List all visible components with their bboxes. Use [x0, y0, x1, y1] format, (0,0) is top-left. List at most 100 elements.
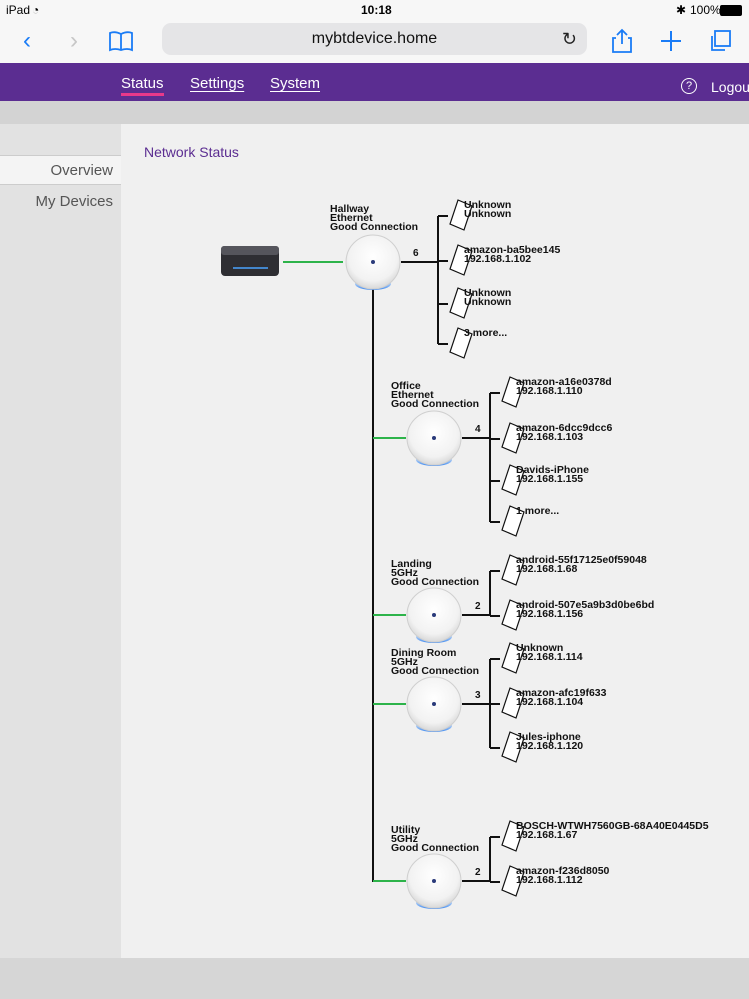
disc-link-type: 5GHz	[391, 833, 418, 845]
tabs-button[interactable]	[703, 24, 737, 58]
bottom-bar	[0, 958, 749, 999]
tablet-device-icon	[501, 731, 525, 763]
tablet-device-icon	[501, 554, 525, 586]
disc-name: Utility	[391, 824, 420, 836]
device-name: Davids-iPhone	[516, 464, 589, 476]
device-item[interactable]: 1 more...	[490, 505, 559, 537]
device-name: 3 more...	[464, 327, 507, 339]
reload-icon[interactable]: ↻	[561, 29, 577, 49]
sidebar: Overview My Devices	[0, 124, 121, 958]
help-icon[interactable]: ?	[681, 78, 697, 94]
tab-system[interactable]: System	[270, 75, 321, 92]
tablet-device-icon	[501, 642, 525, 674]
browser-toolbar: ‹ › mybtdevice.home ↻	[0, 20, 749, 64]
forward-button[interactable]: ›	[70, 27, 78, 54]
tab-status[interactable]: Status	[121, 75, 164, 96]
plus-icon	[661, 31, 681, 51]
tablet-device-icon	[501, 599, 525, 631]
bookmarks-button[interactable]	[104, 24, 138, 58]
device-name: amazon-afc19f633	[516, 687, 607, 699]
device-label: iPad	[6, 3, 31, 17]
device-ip: Unknown	[464, 296, 511, 308]
device-count: 2	[475, 867, 481, 878]
disc-status: Good Connection	[391, 665, 479, 677]
sub-header-bar	[0, 101, 749, 124]
device-ip: 192.168.1.156	[516, 608, 583, 620]
tablet-device-icon	[449, 287, 473, 319]
disc-link-type: Ethernet	[330, 212, 373, 224]
device-name: amazon-ba5bee145	[464, 244, 560, 256]
disc-led-icon	[432, 879, 436, 883]
bluetooth-icon: ✱	[676, 3, 687, 17]
share-button[interactable]	[605, 24, 639, 58]
disc-status: Good Connection	[391, 576, 479, 588]
disc-link-type: 5GHz	[391, 656, 418, 668]
back-button[interactable]: ‹	[23, 27, 31, 54]
disc-name: Hallway	[330, 203, 369, 215]
device-name: amazon-a16e0378d	[516, 376, 612, 388]
share-icon	[612, 28, 632, 53]
url-text: mybtdevice.home	[311, 30, 438, 47]
address-bar[interactable]: mybtdevice.home ↻	[162, 23, 587, 55]
device-ip: 192.168.1.114	[516, 651, 583, 663]
device-ip: 192.168.1.104	[516, 696, 583, 708]
device-ip: 192.168.1.67	[516, 829, 577, 841]
disc-led-icon	[432, 436, 436, 440]
sidebar-item-overview[interactable]: Overview	[0, 155, 121, 185]
tab-settings[interactable]: Settings	[190, 75, 245, 92]
device-name: android-507e5a9b3d0be6bd	[516, 599, 654, 611]
hub[interactable]	[221, 246, 279, 276]
device-count: 4	[475, 424, 481, 435]
tablet-device-icon	[501, 376, 525, 408]
tablet-device-icon	[501, 820, 525, 852]
tablet-device-icon	[501, 505, 525, 537]
device-name: 1 more...	[516, 505, 559, 517]
logout-link[interactable]: Logout	[711, 79, 749, 95]
disc-name: Dining Room	[391, 647, 456, 659]
device-count: 3	[475, 690, 481, 701]
disc-link-type: Ethernet	[391, 389, 434, 401]
device-ip: 192.168.1.112	[516, 874, 583, 886]
disc-name: Landing	[391, 558, 432, 570]
tablet-device-icon	[501, 464, 525, 496]
device-count: 6	[413, 248, 419, 259]
page-title: Network Status	[144, 144, 239, 160]
device-ip: 192.168.1.120	[516, 740, 583, 752]
device-ip: 192.168.1.110	[516, 385, 583, 397]
device-item[interactable]: 3 more...	[438, 327, 507, 359]
new-tab-button[interactable]	[654, 24, 688, 58]
disc-led-icon	[371, 260, 375, 264]
disc-status: Good Connection	[391, 398, 479, 410]
ios-status-bar: iPad ◔ 10:18 ✱ 100%	[0, 0, 749, 20]
device-name: Unknown	[516, 642, 563, 654]
device-name: BOSCH-WTWH7560GB-68A40E0445D5	[516, 820, 709, 832]
disc-led-icon	[432, 613, 436, 617]
battery-icon	[720, 5, 742, 16]
device-name: amazon-f236d8050	[516, 865, 610, 877]
device-name: android-55f17125e0f59048	[516, 554, 647, 566]
disc-led-icon	[432, 702, 436, 706]
sidebar-item-my-devices[interactable]: My Devices	[35, 193, 113, 210]
device-item[interactable]: BOSCH-WTWH7560GB-68A40E0445D5192.168.1.6…	[490, 820, 709, 852]
device-name: Unknown	[464, 287, 511, 299]
disc-status: Good Connection	[330, 221, 418, 233]
device-ip: 192.168.1.155	[516, 473, 583, 485]
